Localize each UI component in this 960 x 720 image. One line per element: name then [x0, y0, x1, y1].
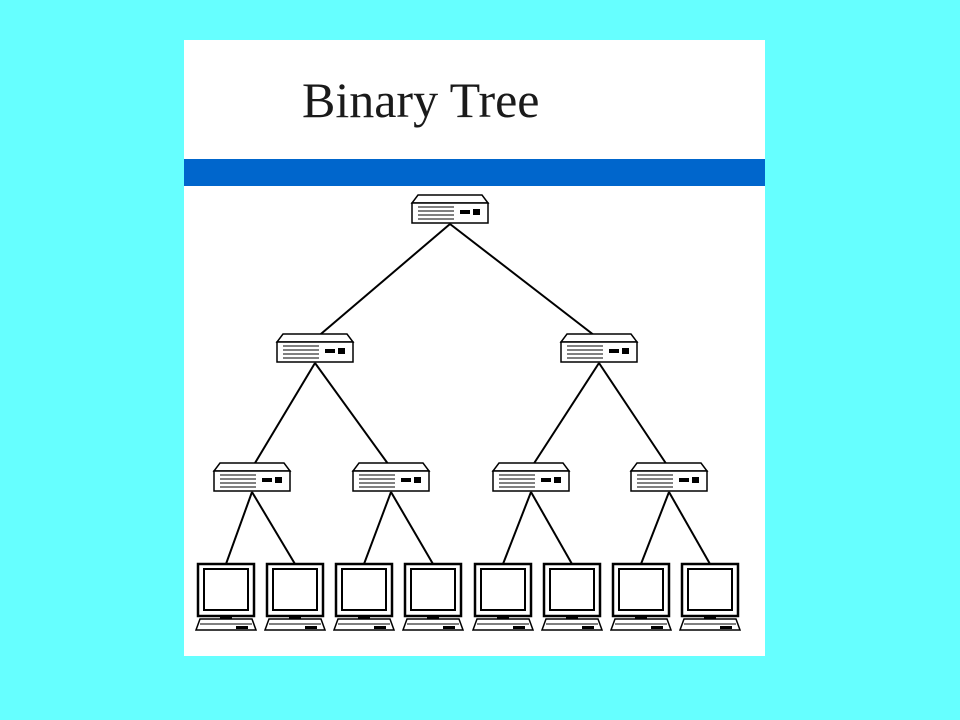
network-switch-icon [491, 462, 571, 492]
tree-edge [640, 491, 670, 565]
tree-edges [225, 223, 711, 565]
slide-title: Binary Tree [302, 72, 540, 128]
tree-edge [449, 223, 600, 340]
tree-edge [598, 362, 670, 469]
tree-edge [530, 362, 600, 469]
tree-edge [502, 491, 532, 565]
tree-edge [314, 223, 451, 340]
network-switch-icon [212, 462, 292, 492]
computer-icon [678, 562, 742, 631]
slide-panel: Binary Tree [184, 40, 765, 656]
binary-tree-diagram [194, 194, 742, 631]
network-switch-icon [629, 462, 709, 492]
computer-icon [332, 562, 396, 631]
title-rule [184, 159, 765, 186]
tree-edge [314, 362, 392, 469]
computer-icon [263, 562, 327, 631]
tree-nodes [194, 194, 742, 631]
tree-edge [668, 491, 711, 565]
computer-icon [471, 562, 535, 631]
tree-edge [363, 491, 392, 565]
tree-edge [251, 362, 316, 469]
network-switch-icon [559, 333, 639, 363]
computer-icon [540, 562, 604, 631]
computer-icon [609, 562, 673, 631]
tree-edge [530, 491, 573, 565]
computer-icon [194, 562, 258, 631]
network-switch-icon [275, 333, 355, 363]
root-switch-icon [410, 194, 490, 224]
tree-edge [225, 491, 253, 565]
tree-edge [390, 491, 434, 565]
network-switch-icon [351, 462, 431, 492]
tree-edge [251, 491, 296, 565]
computer-icon [401, 562, 465, 631]
